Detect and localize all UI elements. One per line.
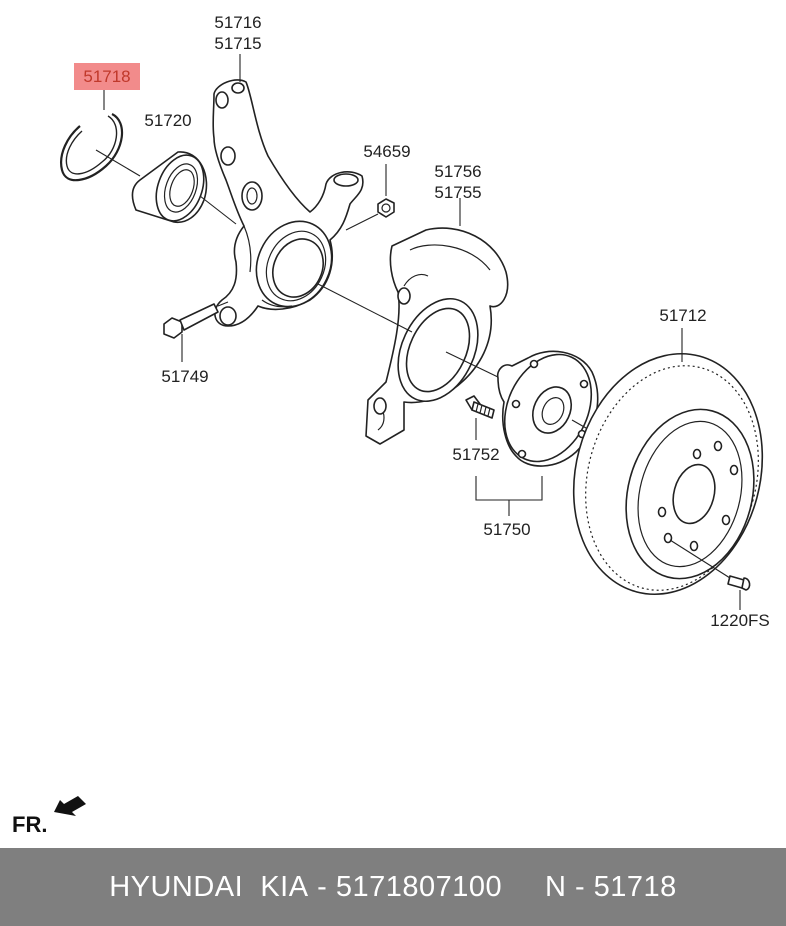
bracket-hub-assy: [475, 476, 543, 501]
leader-cover-hub: [445, 351, 501, 379]
footer-reference: N - 51718: [544, 870, 677, 903]
label-nut: 54659: [363, 142, 410, 161]
brake-disc-drawing: [572, 352, 764, 596]
leader-bolt-knuckle: [217, 301, 229, 307]
label-knuckle-b: 51715: [214, 34, 261, 53]
leader-screw-disc: [669, 539, 731, 579]
wheel-hub-drawing: [496, 350, 599, 467]
label-disc: 51712: [659, 306, 706, 325]
label-bolt: 51749: [161, 367, 208, 386]
footer-separator: -: [308, 870, 336, 903]
bolt-drawing: [163, 303, 219, 339]
label-disc-screw: 1220FS: [710, 611, 770, 630]
snap-ring-drawing: [60, 113, 124, 182]
highlight-box: [74, 63, 140, 90]
footer-gap: [502, 871, 545, 904]
label-hub-bolt: 51752: [452, 445, 499, 464]
label-cover-a: 51756: [434, 162, 481, 181]
nut-drawing: [377, 198, 395, 218]
front-marker-label: FR.: [12, 812, 47, 837]
leader-nut-knuckle: [345, 213, 379, 231]
label-hub-assy: 51750: [483, 520, 530, 539]
label-bearing: 51720: [144, 111, 191, 130]
footer-brand: HYUNDAI KIA: [109, 870, 309, 903]
footer-bar: HYUNDAI KIA - 5171807100 N - 51718: [0, 848, 786, 926]
wheel-bearing-drawing: [131, 151, 208, 224]
disc-screw-drawing: [727, 575, 751, 591]
leader-knuckle-cover: [317, 283, 413, 333]
front-arrow-icon: [54, 796, 86, 816]
label-knuckle-a: 51716: [214, 13, 261, 32]
footer-part-number: 5171807100: [335, 870, 503, 903]
leader-ring-to-bearing: [95, 149, 141, 177]
steering-knuckle-drawing: [212, 79, 364, 327]
dust-cover-drawing: [365, 227, 509, 445]
parts-diagram: 51716 51715 51718 51720 54659 51756 5175…: [12, 13, 770, 837]
label-snap-ring[interactable]: 51718: [83, 67, 130, 86]
label-cover-b: 51755: [434, 183, 481, 202]
hub-bolt-drawing: [465, 395, 495, 419]
leader-bearing-knuckle: [199, 195, 237, 225]
